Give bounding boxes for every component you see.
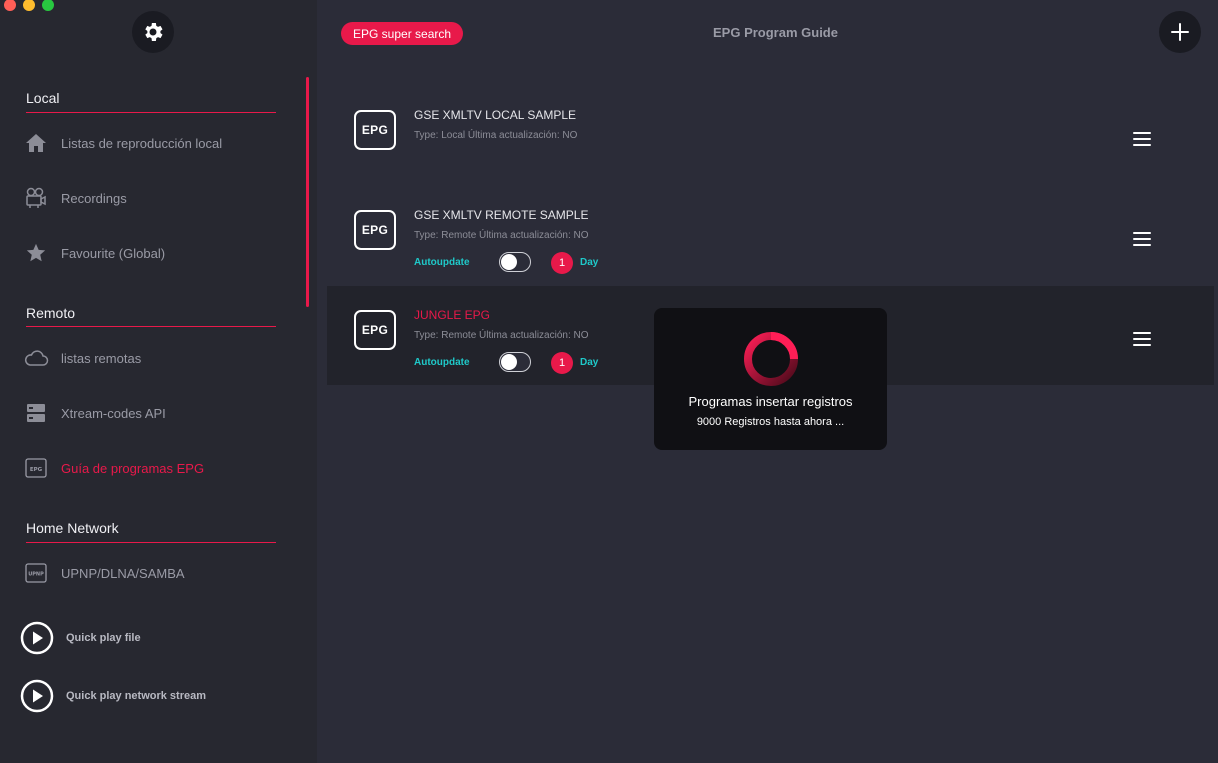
section-divider <box>26 542 276 543</box>
epg-list-item[interactable]: EPG GSE XMLTV REMOTE SAMPLE Type: Remote… <box>327 186 1214 285</box>
toggle-knob <box>501 354 517 370</box>
settings-button[interactable] <box>132 11 174 53</box>
loading-spinner-icon <box>744 332 798 386</box>
hamburger-menu-icon[interactable] <box>1133 132 1151 146</box>
toggle-knob <box>501 254 517 270</box>
page-title: EPG Program Guide <box>713 25 838 40</box>
days-badge[interactable]: 1 <box>551 252 573 274</box>
play-icon <box>20 679 54 713</box>
sidebar-item-label: Xtream-codes API <box>61 405 166 421</box>
day-label: Day <box>580 357 599 368</box>
autoupdate-toggle[interactable] <box>499 352 531 372</box>
epg-badge-icon: EPG <box>354 210 396 250</box>
play-icon <box>20 621 54 655</box>
sidebar-item-label: Favourite (Global) <box>61 245 166 261</box>
gear-icon <box>145 23 163 41</box>
cloud-icon <box>22 344 50 372</box>
sidebar-item-remote-lists[interactable]: listas remotas <box>22 344 141 372</box>
quick-play-stream-button[interactable]: Quick play network stream <box>20 679 206 713</box>
epg-name: GSE XMLTV REMOTE SAMPLE <box>414 208 589 222</box>
epg-type: Type: Remote Última actualización: NO <box>414 330 589 341</box>
sidebar-item-label: Listas de reproducción local <box>61 135 223 151</box>
epg-icon: EPG <box>22 454 50 482</box>
quick-play-label: Quick play file <box>66 632 141 644</box>
progress-title: Programas insertar registros <box>688 394 853 409</box>
sidebar-item-xtream[interactable]: Xtream-codes API <box>22 399 166 427</box>
epg-type: Type: Local Última actualización: NO <box>414 130 578 141</box>
star-icon <box>22 239 50 267</box>
close-window-button[interactable] <box>4 0 16 11</box>
sidebar-item-label: listas remotas <box>61 350 142 366</box>
day-label: Day <box>580 257 599 268</box>
epg-badge-icon: EPG <box>354 110 396 150</box>
server-icon <box>22 399 50 427</box>
sidebar-scroll-indicator[interactable] <box>306 77 309 307</box>
sidebar-item-upnp[interactable]: UPNP UPNP/DLNA/SAMBA <box>22 559 185 587</box>
epg-name: GSE XMLTV LOCAL SAMPLE <box>414 108 577 122</box>
epg-list-item[interactable]: EPG GSE XMLTV LOCAL SAMPLE Type: Local Ú… <box>327 86 1214 185</box>
sidebar-item-label: UPNP/DLNA/SAMBA <box>61 565 185 581</box>
camera-icon <box>22 184 50 212</box>
hamburger-menu-icon[interactable] <box>1133 232 1151 246</box>
sidebar-item-local-playlists[interactable]: Listas de reproducción local <box>22 129 222 157</box>
zoom-window-button[interactable] <box>42 0 54 11</box>
sidebar-item-label: Recordings <box>61 190 127 206</box>
epg-type: Type: Remote Última actualización: NO <box>414 230 589 241</box>
sidebar-item-label: Guía de programas EPG <box>61 460 205 476</box>
progress-subtitle: 9000 Registros hasta ahora ... <box>696 416 845 428</box>
add-epg-button[interactable] <box>1159 11 1201 53</box>
autoupdate-toggle[interactable] <box>499 252 531 272</box>
sidebar-item-epg-guide[interactable]: EPG Guía de programas EPG <box>22 454 204 482</box>
svg-text:EPG: EPG <box>30 467 43 473</box>
autoupdate-label: Autoupdate <box>414 357 470 368</box>
epg-name: JUNGLE EPG <box>414 308 491 322</box>
quick-play-file-button[interactable]: Quick play file <box>20 621 141 655</box>
epg-super-search-button[interactable]: EPG super search <box>341 22 464 45</box>
main-content: EPG super search EPG Program Guide EPG G… <box>317 0 1218 763</box>
upnp-icon: UPNP <box>22 559 50 587</box>
sidebar-item-recordings[interactable]: Recordings <box>22 184 127 212</box>
section-title-home-network: Home Network <box>26 520 119 536</box>
quick-play-label: Quick play network stream <box>66 690 206 702</box>
days-badge[interactable]: 1 <box>551 352 573 374</box>
section-title-remote: Remoto <box>26 305 76 321</box>
window-controls <box>0 0 54 11</box>
home-icon <box>22 129 50 157</box>
epg-badge-icon: EPG <box>354 310 396 350</box>
minimize-window-button[interactable] <box>23 0 35 11</box>
sidebar-item-favourite[interactable]: Favourite (Global) <box>22 239 165 267</box>
svg-text:UPNP: UPNP <box>28 572 44 578</box>
plus-icon <box>1171 23 1189 41</box>
section-title-local: Local <box>26 90 60 106</box>
autoupdate-label: Autoupdate <box>414 257 470 268</box>
progress-hud: Programas insertar registros 9000 Regist… <box>654 308 887 450</box>
section-divider <box>26 112 276 113</box>
sidebar: Local Listas de reproducción local Recor… <box>0 0 317 763</box>
section-divider <box>26 326 276 327</box>
hamburger-menu-icon[interactable] <box>1133 332 1151 346</box>
